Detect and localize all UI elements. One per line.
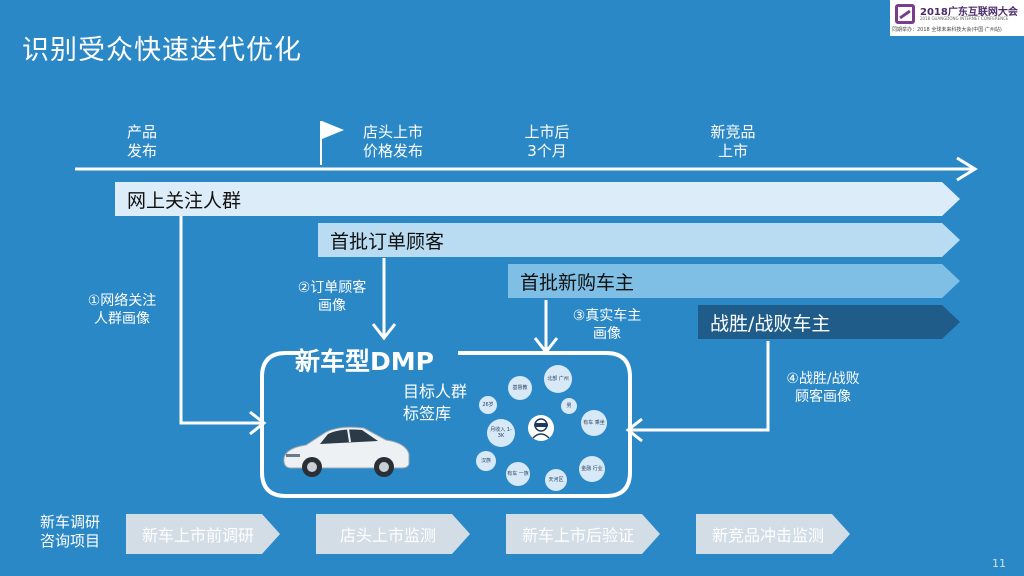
step-post-launch-validation: 新车上市后验证 [506, 514, 660, 554]
conference-logo: 2018广东互联网大会 2018 GUANGDONG INTERNET CONF… [890, 0, 1024, 36]
step-store-launch-monitoring: 店头上市监测 [316, 514, 470, 554]
timeline-label-competitor: 新竞品 上市 [710, 123, 756, 160]
timeline-label-store-launch: 店头上市 价格发布 [362, 123, 423, 160]
page-title: 识别受众快速迭代优化 [22, 35, 302, 66]
tag-bubble-car-ride: 有车 乘坐 [581, 410, 607, 436]
user-profile-icon [528, 415, 554, 441]
consulting-projects-label: 新车调研 咨询项目 [40, 513, 101, 550]
band-online-followers: 网上关注人群 [115, 182, 960, 216]
band-win-loss-owners: 战胜/战败车主 [698, 305, 960, 339]
timeline-label-3-months: 上市后 3个月 [524, 123, 570, 160]
tag-bubble-industry: 金融 行业 [579, 456, 605, 482]
note-order-portrait: ②订单顾客 画像 [297, 280, 367, 314]
band-first-buyers: 首批新购车主 [508, 264, 960, 298]
logo-subtitle: 2018 GUANGDONG INTERNET CONFERENCE [920, 16, 1009, 21]
note-owner-portrait: ③真实车主 画像 [572, 308, 642, 342]
tag-bubble-age: 26岁 [479, 396, 497, 414]
logo-title: 2018广东互联网大会 [920, 7, 1018, 18]
note-win-loss-portrait: ④战胜/战败 顾客画像 [786, 371, 860, 405]
tag-bubble-region: 北部 广州 [544, 365, 572, 393]
car-icon [283, 426, 410, 477]
tag-bubble-district: 天河区 [545, 469, 567, 491]
step-competitor-impact-monitoring: 新竞品冲击监测 [696, 514, 850, 554]
tag-bubble-gender: 男 [561, 398, 577, 414]
logo-note: 同期举办：2018 全球未来科技大会(中国·广州站) [892, 27, 1002, 33]
band-first-orders: 首批订单顾客 [318, 223, 960, 257]
note-online-portrait: ①网络关注 人群画像 [87, 293, 157, 327]
conference-logo-icon [895, 4, 915, 24]
page-number: 11 [992, 557, 1006, 570]
tag-bubble-income: 月收入 1-3K [487, 419, 515, 447]
tag-bubble-religion: 基督教 [508, 376, 532, 400]
step-pre-launch-research: 新车上市前调研 [126, 514, 280, 554]
tag-bubble-ethnicity: 汉族 [476, 451, 496, 471]
dmp-title: 新车型DMP [295, 347, 434, 376]
dmp-tag-library: 目标人群 标签库 [403, 382, 468, 423]
flag-icon [320, 121, 344, 165]
tag-bubble-car-owner: 有车 一族 [506, 462, 530, 486]
timeline-label-launch: 产品 发布 [126, 123, 157, 160]
